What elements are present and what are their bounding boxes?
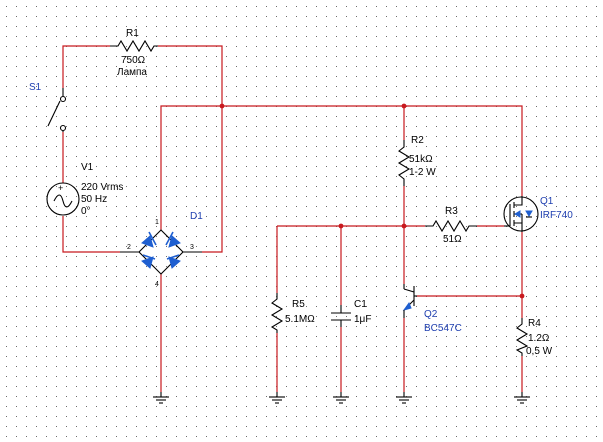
r2-value: 51kΩ <box>409 154 433 165</box>
ground-icon <box>153 392 169 404</box>
d1-pin4: 4 <box>155 281 159 288</box>
d1-pin3: 3 <box>190 244 194 251</box>
diode-icon <box>165 231 181 248</box>
r5-ref: R5 <box>292 299 305 310</box>
junction-dot <box>401 223 407 229</box>
c1-ref: C1 <box>354 299 367 310</box>
r4-ref: R4 <box>528 318 541 329</box>
junction-dot <box>338 223 344 229</box>
junction-dot <box>401 103 407 109</box>
r1-ref: R1 <box>126 28 139 39</box>
q2-ref: Q2 <box>424 309 438 320</box>
v1-freq: 50 Hz <box>81 194 107 205</box>
r3-ref: R3 <box>445 206 458 217</box>
ac-source-v1[interactable]: + V1 220 Vrms 50 Hz 0° <box>46 162 123 217</box>
mosfet-q1[interactable]: Q1 IRF740 <box>503 196 573 232</box>
resistor-r1[interactable]: R1 750Ω Лампа <box>110 28 158 78</box>
q1-ref: Q1 <box>540 196 554 207</box>
r1-extra: Лампа <box>117 67 147 78</box>
resistor-r4[interactable]: R4 1.2Ω 0,5 W <box>515 318 553 357</box>
diode-icon <box>141 231 157 248</box>
wire-v1-bridge[interactable] <box>62 216 120 253</box>
diode-icon <box>141 254 156 269</box>
grounds <box>153 392 530 404</box>
junction-dot <box>519 293 525 299</box>
bjt-q2[interactable]: Q2 BC547C <box>402 284 462 334</box>
r2-extra: 1-2 W <box>409 167 436 178</box>
resistor-r5[interactable]: R5 5.1MΩ <box>270 293 315 333</box>
v1-value: 220 Vrms <box>81 182 123 193</box>
c1-value: 1μF <box>354 314 371 325</box>
diode-icon <box>166 254 181 269</box>
v1-plus-sign: + <box>58 183 63 193</box>
s1-ref: S1 <box>29 82 42 93</box>
d1-pin1: 1 <box>155 219 159 226</box>
resistor-r2[interactable]: R2 51kΩ 1-2 W <box>397 135 436 186</box>
ground-icon <box>514 392 530 404</box>
wire-bridge-top-rail[interactable] <box>160 105 523 230</box>
d1-ref: D1 <box>190 211 203 222</box>
q1-model: IRF740 <box>540 210 573 221</box>
wires[interactable] <box>62 45 523 392</box>
r2-ref: R2 <box>411 135 424 146</box>
ground-icon <box>333 392 349 404</box>
switch-s1[interactable]: S1 <box>29 82 67 132</box>
ground-icon <box>269 392 285 404</box>
capacitor-c1[interactable]: C1 1μF <box>331 299 371 327</box>
r1-value: 750Ω <box>121 55 146 66</box>
v1-ref: V1 <box>81 162 94 173</box>
q2-model: BC547C <box>424 323 462 334</box>
r5-value: 5.1MΩ <box>285 314 315 325</box>
bridge-rectifier-d1[interactable]: 1 2 3 4 D1 <box>120 211 203 288</box>
wire-r1-left[interactable] <box>62 45 110 88</box>
r3-value: 51Ω <box>443 234 462 245</box>
d1-pin2: 2 <box>127 244 131 251</box>
resistor-r3[interactable]: R3 51Ω <box>425 206 477 245</box>
v1-phase: 0° <box>81 206 91 217</box>
r4-extra: 0,5 W <box>526 346 553 357</box>
junction-dot <box>219 103 225 109</box>
r4-value: 1.2Ω <box>528 333 550 344</box>
ground-icon <box>396 392 412 404</box>
grid-dots <box>6 6 597 437</box>
junctions <box>219 103 525 299</box>
wire-r1-right[interactable] <box>158 45 223 253</box>
